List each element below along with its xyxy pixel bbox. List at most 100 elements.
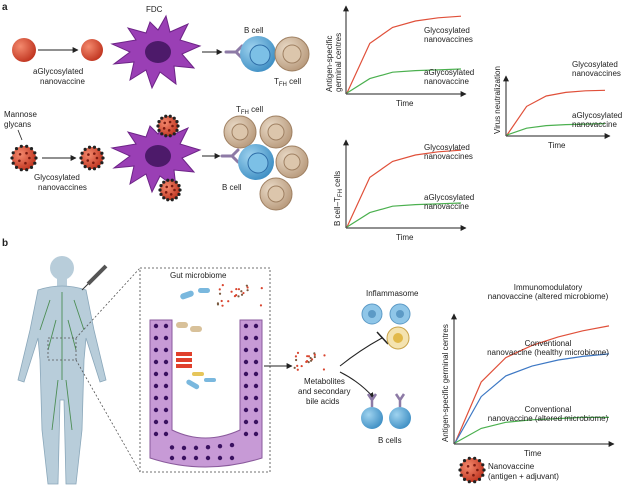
metabolite-dots-gut [216,284,263,307]
chart-ylabel: Antigen-specific germinal centres [441,324,450,442]
aglyco-nanovaccine-sphere [12,38,36,62]
antigen-dot [162,127,166,130]
gut-nucleus [253,419,259,425]
mannose-label-1: Mannose [4,110,37,119]
series-line [346,68,462,94]
gut-nucleus [243,359,249,365]
series-label: nanovaccines [424,152,473,161]
metabolite-dot [240,293,244,296]
tfh-cell-top [274,36,310,72]
gut-nucleus [163,383,169,389]
metabolite-dot [242,291,245,295]
gut-bacteria [176,288,216,390]
bcell-mid-label: B cell [222,183,242,192]
metabolite-dot [305,360,308,364]
mannose-glycan-dot [97,147,101,151]
metabolite-dot [246,289,249,292]
antigen-dot [168,120,172,124]
gut-nucleus [163,335,169,341]
mannose-glycan-dot [160,132,164,136]
metabolite-dot [221,284,224,287]
gut-nucleus [243,323,249,329]
bcell-top [240,36,276,72]
mannose-glycan-dot [159,184,163,188]
gut-nucleus [153,407,159,413]
gut-nucleus [153,371,159,377]
series-label: Glycosylated [572,60,618,69]
antigen-dot [24,161,27,165]
antigen-dot [95,156,99,160]
mannose-glycan-dot [459,473,463,477]
antigen-dot [164,191,168,194]
gut-nucleus [243,419,249,425]
antigen-dot [472,473,475,477]
mannose-glycan-dot [168,134,172,138]
gut-nucleus [153,323,159,329]
mannose-glycan-dot [467,456,471,460]
mannose-glycan-dot [157,128,161,132]
metabolite-dot [293,366,296,369]
metabolite-dot [313,355,316,359]
gut-nucleus [163,407,169,413]
glyco-nanovaccine-on-fdc-2 [158,178,182,202]
gut-nucleus [217,443,223,449]
mannose-glycan-dot [80,151,84,155]
antigen-dot [18,159,21,163]
mannose-glycan-dot [174,196,178,200]
antigen-dot [170,184,174,188]
mannose-glycan-dot [459,463,463,467]
antibody-icon-top [224,44,244,60]
gut-nucleus [253,383,259,389]
metabolite-dot [240,290,243,293]
metabolite-dot [260,287,263,290]
antigen-dot [86,159,90,162]
gut-nucleus [253,407,259,413]
gut-nucleus [153,431,159,437]
series-label: nanovaccine (healthy microbiome) [487,348,609,357]
mannose-glycan-dot [170,178,174,182]
gut-nucleus [163,419,169,425]
metabolite-dot [296,364,299,368]
series-label: nanovaccine [424,77,469,86]
gut-inset-box [139,267,271,473]
metabolites-label-1: Metabolites [304,377,345,386]
gut-nucleus [163,359,169,365]
aglyco-nanovaccine-sphere-2 [81,39,103,61]
series-label: nanovaccine (altered microbiome) [488,292,609,301]
gut-nucleus [253,431,259,437]
legend-label-1: Nanovaccine [488,462,535,471]
gut-nuclei [153,323,259,461]
antigen-dot [466,471,469,475]
aglyco-label-2: nanovaccine [40,77,85,86]
metabolite-dot [323,354,326,357]
series-label: aGlycosylated [424,68,474,77]
gut-microbiome-label: Gut microbiome [170,271,227,280]
mannose-glycan-dot [160,116,164,120]
gut-nucleus [253,347,259,353]
glyco-nanovaccine-on-fdc-1 [156,114,180,138]
mannose-glycan-dot [10,156,14,160]
series-label: nanovaccines [424,35,473,44]
mannose-glycan-dot [175,120,179,124]
metabolite-dot [322,368,326,371]
metabolites-label-3: bile acids [306,397,339,406]
inhibit-line [339,337,383,367]
metabolite-dot [296,351,300,355]
mannose-glycan-dot [14,165,19,169]
series-label: nanovaccine [424,202,469,211]
mannose-glycan-dot [87,167,92,171]
gut-nucleus [153,347,159,353]
aglyco-label-1: aGlycosylated [33,67,83,76]
bcells-label: B cells [378,436,402,445]
gut-nucleus [153,335,159,341]
antigen-dot [476,468,479,472]
mannose-glycan-dot [25,144,29,148]
mannose-glycan-dot [458,468,462,472]
tfh-cluster [223,115,309,211]
mannose-glycan-dot [162,180,166,184]
gut-nucleus [163,431,169,437]
mannose-glycan-dot [175,128,179,132]
gut-nucleus [163,323,169,329]
